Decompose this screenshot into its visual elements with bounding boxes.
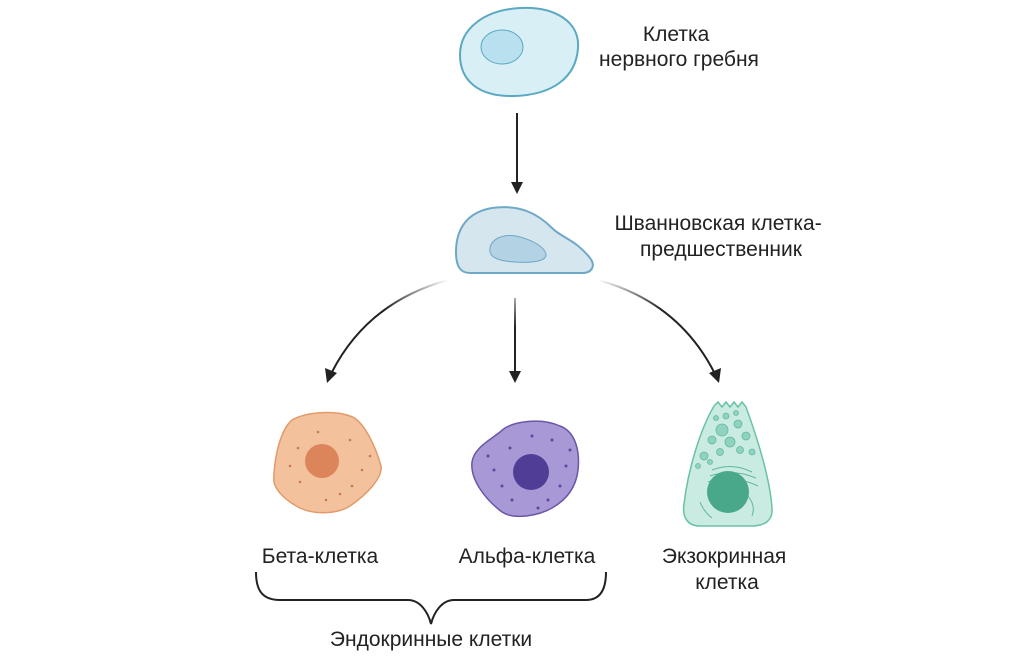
endocrine-cells-label: Эндокринные клетки (330, 628, 532, 651)
alpha-cell-granules (486, 434, 572, 510)
schwann-precursor-cell (454, 206, 594, 274)
exocrine-cell-label: Экзокринная клетка (662, 545, 792, 594)
exocrine-cell-secretory-granules (695, 410, 756, 469)
endocrine-brace (255, 571, 607, 625)
exocrine-cell-body (682, 400, 773, 527)
alpha-cell (471, 420, 580, 518)
arrow-to-alpha-cell (509, 298, 521, 383)
schwann-precursor-cell-nucleus (489, 235, 547, 263)
beta-cell-label: Бета-клетка (262, 545, 379, 568)
alpha-cell-nucleus (513, 454, 549, 490)
schwann-precursor-label: Шванновская клетка- предшественник (614, 212, 827, 261)
beta-cell-granules (288, 430, 372, 502)
arrow-neural-crest-to-schwann (511, 113, 523, 194)
beta-cell-nucleus (305, 444, 339, 478)
arrow-to-beta-cell (325, 279, 449, 383)
exocrine-cell-nucleus (707, 471, 749, 513)
neural-crest-cell-nucleus (480, 29, 524, 65)
neural-crest-cell (458, 6, 580, 98)
beta-cell (273, 411, 382, 514)
arrow-to-exocrine-cell (597, 279, 721, 383)
alpha-cell-label: Альфа-клетка (459, 545, 596, 568)
exocrine-cell (682, 400, 773, 527)
neural-crest-label: Клетка нервного гребня (599, 23, 759, 71)
